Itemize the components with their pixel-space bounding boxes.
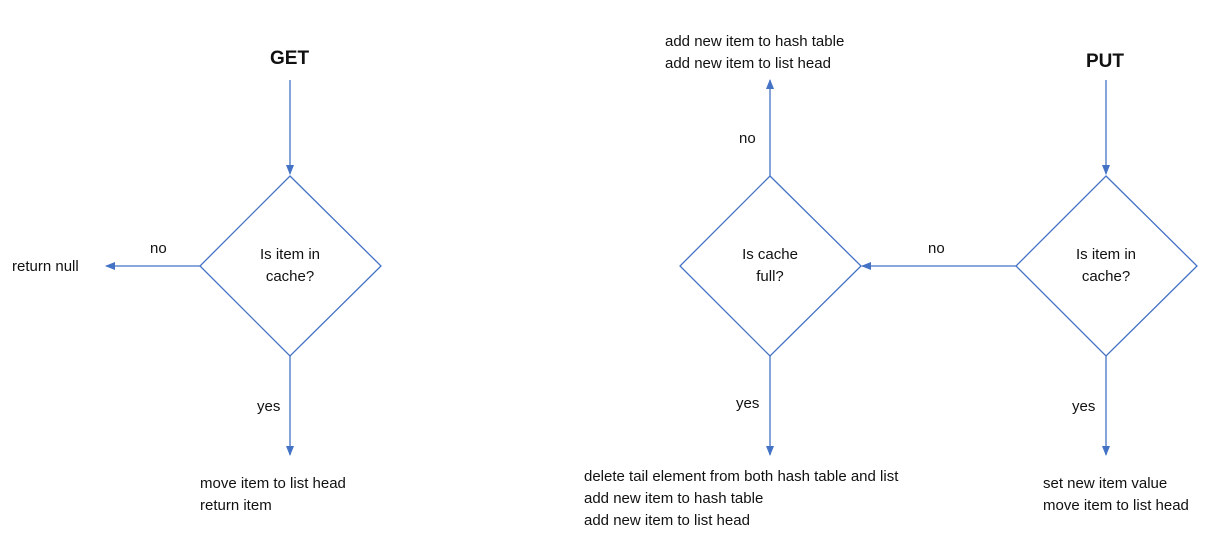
cache-full-no-result: add new item to hash table add new item … xyxy=(665,31,844,75)
cache-full-no-result-line-2: add new item to list head xyxy=(665,55,831,72)
cache-full-decision-text: Is cache full? xyxy=(710,244,830,288)
put-yes-result-line-2: move item to list head xyxy=(1043,497,1189,514)
cache-full-no-result-line-1: add new item to hash table xyxy=(665,33,845,50)
get-decision-line-1: Is item in xyxy=(259,246,320,263)
get-yes-result-line-2: return item xyxy=(200,497,272,514)
get-no-label: no xyxy=(150,240,167,257)
cache-full-decision-line-2: full? xyxy=(756,268,784,285)
cache-full-no-label: no xyxy=(739,130,756,147)
get-decision-text: Is item in cache? xyxy=(230,244,350,288)
cache-full-yes-result: delete tail element from both hash table… xyxy=(584,466,898,532)
put-yes-result: set new item value move item to list hea… xyxy=(1043,473,1189,517)
put-decision-line-2: cache? xyxy=(1081,268,1131,285)
put-decision-line-1: Is item in xyxy=(1075,246,1136,263)
cache-full-yes-result-line-2: add new item to hash table xyxy=(584,490,764,507)
cache-full-yes-result-line-3: add new item to list head xyxy=(584,512,750,529)
get-yes-result: move item to list head return item xyxy=(200,473,346,517)
get-yes-result-line-1: move item to list head xyxy=(200,475,346,492)
get-title: GET xyxy=(270,48,310,69)
cache-full-yes-label: yes xyxy=(736,395,760,412)
put-no-label: no xyxy=(928,240,945,257)
cache-full-decision-line-1: Is cache xyxy=(742,246,798,263)
put-yes-result-line-1: set new item value xyxy=(1043,475,1168,492)
get-decision-line-2: cache? xyxy=(265,268,315,285)
cache-full-yes-result-line-1: delete tail element from both hash table… xyxy=(584,468,899,485)
put-title: PUT xyxy=(1086,51,1124,72)
put-decision-text: Is item in cache? xyxy=(1046,244,1166,288)
get-yes-label: yes xyxy=(257,398,281,415)
put-yes-label: yes xyxy=(1072,398,1096,415)
get-no-result: return null xyxy=(12,258,79,275)
